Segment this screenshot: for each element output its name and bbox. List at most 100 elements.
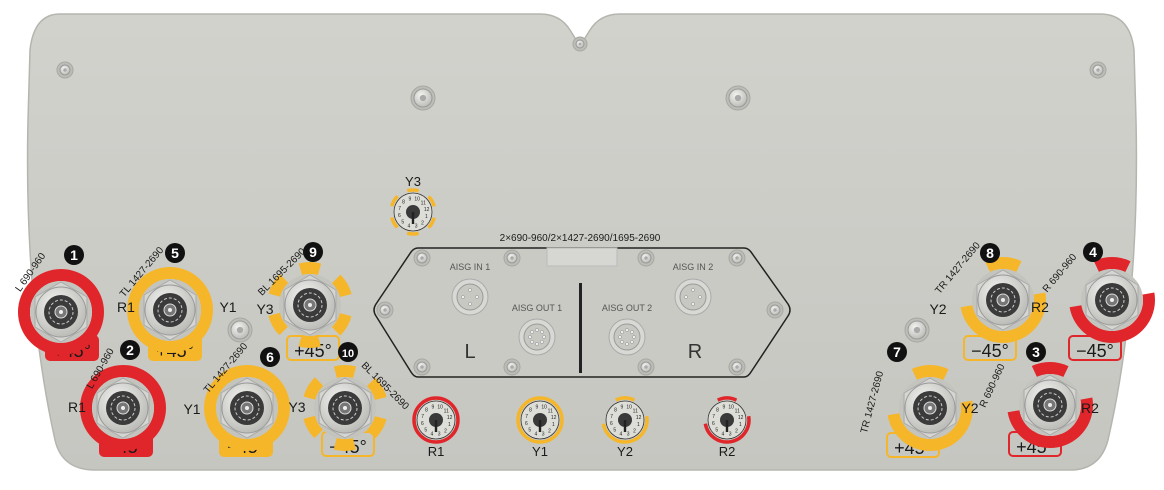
dial-tick: 11 xyxy=(421,200,426,206)
dial-tick: 4 xyxy=(430,431,433,437)
panel-screw-icon xyxy=(766,301,784,319)
dial-tick: 7 xyxy=(712,414,715,420)
dial-tick: 1 xyxy=(448,422,451,428)
dial-tick: 12 xyxy=(447,415,453,421)
aisg-out-2-label: AISG OUT 2 xyxy=(602,303,652,313)
panel-screw-icon xyxy=(728,358,746,376)
port-number-badge: 4 xyxy=(1083,242,1103,262)
dial-tick: 5 xyxy=(715,428,718,434)
dial-tick: 7 xyxy=(610,414,613,420)
port-label: Y3 xyxy=(256,301,273,317)
panel-screw-icon xyxy=(728,249,746,267)
dial-tick: 2 xyxy=(633,428,636,434)
aisg-in-1-connector[interactable] xyxy=(451,278,489,316)
rf-connector-1[interactable]: +45°1L 690-960 xyxy=(14,245,104,361)
dial-tick: 4 xyxy=(534,431,537,437)
port-number: 10 xyxy=(342,348,354,360)
dial-tick: 1 xyxy=(637,422,640,428)
panel-screw-icon xyxy=(413,249,431,267)
port-label: R1 xyxy=(68,399,86,415)
dial-tick: 4 xyxy=(407,223,410,229)
port-number: 1 xyxy=(70,247,78,263)
dial-tick: 6 xyxy=(610,421,613,427)
dial-label: Y3 xyxy=(405,174,421,189)
dial-tick: 11 xyxy=(633,408,638,414)
dial-tick: 5 xyxy=(424,428,427,434)
aisg-in-2-connector[interactable] xyxy=(674,278,712,316)
dial-tick: 8 xyxy=(402,200,405,206)
dial-tick: 9 xyxy=(723,404,726,410)
port-number: 9 xyxy=(309,244,317,260)
port-label: Y2 xyxy=(929,301,946,317)
port-label: Y1 xyxy=(219,299,236,315)
dial-tick: 11 xyxy=(548,408,553,414)
dial-tick: 5 xyxy=(401,220,404,226)
dial-label: R2 xyxy=(719,444,736,459)
dial-tick: 6 xyxy=(712,421,715,427)
dial-tick: 4 xyxy=(619,431,622,437)
aisg-out-1-label: AISG OUT 1 xyxy=(512,303,562,313)
port-number-badge: 6 xyxy=(260,347,280,367)
dial-tick: 10 xyxy=(541,405,547,411)
dial-tick: 12 xyxy=(636,415,642,421)
mounting-screw-icon xyxy=(725,85,751,111)
panel-screw-icon xyxy=(637,358,655,376)
port-number-badge: 3 xyxy=(1026,342,1046,362)
dial-tick: 2 xyxy=(444,428,447,434)
port-number: 2 xyxy=(126,342,134,358)
dial-tick: 6 xyxy=(525,421,528,427)
dial-tick: 2 xyxy=(421,220,424,226)
dial-tick: 2 xyxy=(735,428,738,434)
port-label: Y3 xyxy=(288,399,305,415)
port-label: R2 xyxy=(1081,400,1099,416)
panel-screw-icon xyxy=(503,358,521,376)
dial-label: Y2 xyxy=(617,444,633,459)
port-number: 6 xyxy=(266,349,274,365)
aisg-out-1-connector[interactable] xyxy=(518,318,556,356)
mounting-screw-icon xyxy=(904,317,930,343)
rf-connector-4[interactable]: −45°4R 690-960 xyxy=(1041,242,1161,361)
aisg-out-2-connector[interactable] xyxy=(608,318,646,356)
port-label: R1 xyxy=(117,299,135,315)
dial-tick: 3 xyxy=(415,224,418,230)
dial-tick: 5 xyxy=(528,428,531,434)
aisg-in-1-label: AISG IN 1 xyxy=(450,262,491,272)
dial-tick: 1 xyxy=(552,422,555,428)
port-number-badge: 10 xyxy=(338,342,358,362)
divider xyxy=(579,283,582,373)
mounting-screw-icon xyxy=(227,317,253,343)
dial-tick: 9 xyxy=(409,196,412,202)
port-number: 3 xyxy=(1032,344,1040,360)
panel-screw-icon xyxy=(376,301,394,319)
dial-tick: 10 xyxy=(437,405,443,411)
dial-tick: 6 xyxy=(421,421,424,427)
dial-tick: 3 xyxy=(438,432,441,438)
port-number: 4 xyxy=(1089,244,1097,260)
dial-tick: 12 xyxy=(551,415,557,421)
dial-tick: 11 xyxy=(735,408,740,414)
panel-screw-icon xyxy=(413,358,431,376)
aisg-panel-title: 2×690-960/2×1427-2690/1695-2690 xyxy=(500,233,661,244)
top-screw-icon xyxy=(572,36,588,52)
dial-tick: 8 xyxy=(529,408,532,414)
polarization-label: −45° xyxy=(971,341,1009,361)
port-number: 7 xyxy=(893,344,901,360)
dial-tick: 4 xyxy=(721,431,724,437)
dial-tick: 5 xyxy=(613,428,616,434)
dial-label: Y1 xyxy=(532,444,548,459)
dial-tick: 12 xyxy=(738,415,744,421)
port-number-badge: 8 xyxy=(980,243,1000,263)
dial-tick: 1 xyxy=(739,422,742,428)
corner-screw-icon xyxy=(56,61,74,79)
dial-tick: 8 xyxy=(425,408,428,414)
port-label: R2 xyxy=(1031,299,1049,315)
